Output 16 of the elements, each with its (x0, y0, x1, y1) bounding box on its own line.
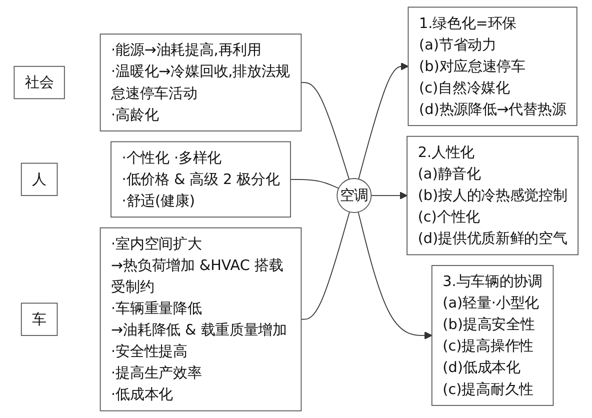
node-box: 2.人性化 (a)静音化 (b)按人的冷热感觉控制 (c)个性化 (d)提供优质新鲜的空气 (406, 136, 578, 256)
node-box: 社会 (14, 66, 65, 100)
node-box: 人 (20, 162, 58, 196)
arrow (370, 192, 408, 200)
connector (290, 178, 339, 189)
connector (300, 82, 350, 180)
arrow (358, 212, 432, 340)
connector (300, 212, 350, 320)
node-box: 车 (20, 302, 58, 336)
node-circle: 空调 (336, 178, 372, 214)
node-box: ·个性化 ·多样化 ·低价格 & 高级 2 极分化 ·舒适(健康) (110, 141, 291, 218)
node-box: 1.绿色化=环保 (a)节省动力 (b)对应怠速停车 (c)自然冷媒化 (d)热源降低→代替热源 (408, 6, 578, 126)
node-box: ·室内空间扩大 →热负荷增加 &HVAC 搭载受制约 ·车辆重量降低 →油耗降低 & 载重质量增加 ·安全性提高 ·提高生产效率 ·低成本化 (100, 227, 302, 412)
node-box: ·能源→油耗提高,再利用 ·温暖化→冷媒回收,排放法规怠速停车活动 ·高龄化 (100, 34, 302, 132)
node-box: 3.与车辆的协调 (a)轻量·小型化 (b)提高安全性 (c)提高操作性 (d)低成本化 (c)提高耐久性 (431, 265, 554, 406)
arrow (358, 62, 408, 180)
